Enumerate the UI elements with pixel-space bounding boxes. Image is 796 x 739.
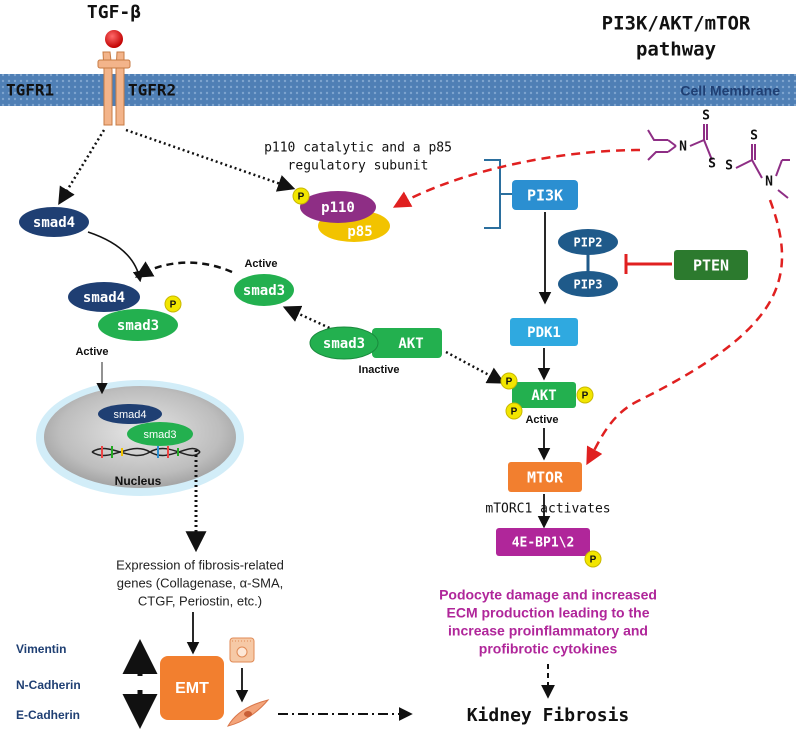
- outcome-label: Kidney Fibrosis: [467, 705, 630, 726]
- receptor-tgfr1-label: TGFR1: [6, 81, 54, 100]
- inhibitor-arrow-to-mtor: [586, 199, 784, 466]
- svg-text:4E-BP1\2: 4E-BP1\2: [512, 536, 575, 551]
- svg-text:smad3: smad3: [243, 283, 285, 299]
- p110-note-line-1: p110 catalytic and a p85: [264, 141, 452, 156]
- molecule-atom-s1: S: [702, 109, 710, 124]
- inhibitor-arrow-to-p110: [392, 148, 641, 208]
- svg-text:P: P: [511, 407, 518, 418]
- svg-text:P: P: [506, 377, 513, 388]
- receptor-tgfr2-label: TGFR2: [128, 81, 176, 100]
- svg-text:AKT: AKT: [531, 388, 556, 404]
- pdk1-node: PDK1: [510, 318, 578, 346]
- epithelial-cell-icon: [229, 637, 255, 663]
- svg-text:PI3K: PI3K: [527, 187, 563, 205]
- emt-box: EMT: [160, 656, 224, 720]
- molecule-atom-n1: N: [679, 140, 687, 155]
- svg-text:EMT: EMT: [175, 680, 209, 697]
- nucleus-smad3: smad3: [143, 429, 176, 441]
- pten-node: PTEN: [674, 250, 748, 280]
- tgf-receptor: [97, 51, 131, 126]
- smad4-smad3-complex: smad4 smad3 P: [68, 282, 182, 341]
- svg-text:PIP2: PIP2: [574, 236, 603, 250]
- membrane-label: Cell Membrane: [680, 83, 780, 99]
- svg-text:MTOR: MTOR: [527, 469, 564, 487]
- podocyte-line-2: ECM production leading to the: [447, 605, 650, 621]
- podocyte-line-1: Podocyte damage and increased: [439, 587, 657, 603]
- podocyte-line-3: increase proinflammatory and: [448, 623, 648, 639]
- ligand-label: TGF-β: [87, 2, 141, 23]
- expression-line-3: CTGF, Periostin, etc.): [138, 593, 262, 608]
- svg-text:AKT: AKT: [398, 336, 423, 352]
- smad4-node: smad4: [19, 207, 89, 237]
- svg-text:smad4: smad4: [83, 290, 125, 306]
- svg-text:P: P: [590, 555, 597, 566]
- mtor-node: MTOR: [508, 462, 582, 492]
- marker-vimentin: Vimentin: [16, 642, 66, 656]
- expression-line-2: genes (Collagenase, α-SMA,: [117, 575, 284, 590]
- dithiocarbamate-molecule: [647, 124, 790, 199]
- title-line-2: pathway: [636, 39, 716, 61]
- mtorc1-label: mTORC1 activates: [485, 502, 610, 517]
- nucleus-label: Nucleus: [115, 474, 162, 488]
- eif4ebp-node: 4E-BP1\2 P: [496, 528, 602, 568]
- expression-line-1: Expression of fibrosis-related: [116, 557, 284, 572]
- akt-active-state: Active: [525, 414, 558, 426]
- arrow-receptor-to-smad4: [58, 129, 106, 205]
- fibroblast-icon: [226, 699, 270, 727]
- arrow-active-smad3-to-complex: [134, 261, 233, 278]
- arrow-inactive-to-akt: [445, 350, 506, 384]
- arrow-receptor-to-pi3k: [125, 128, 296, 192]
- podocyte-line-4: profibrotic cytokines: [479, 641, 618, 657]
- complex-state: Active: [75, 346, 108, 358]
- p110-p85-node: p85 p110 P: [292, 187, 390, 242]
- svg-text:p85: p85: [347, 224, 372, 240]
- molecule-atom-s2: S: [708, 157, 716, 172]
- svg-text:smad4: smad4: [33, 215, 75, 231]
- p110-note-line-2: regulatory subunit: [288, 159, 429, 174]
- svg-text:PTEN: PTEN: [693, 257, 729, 275]
- smad3-akt-inactive-complex: AKT smad3: [309, 326, 442, 360]
- smad3-active-state: Active: [244, 258, 277, 270]
- pip2-pip3-node: PIP2 PIP3: [558, 229, 618, 297]
- molecule-atom-n2: N: [765, 175, 773, 190]
- title-line-1: PI3K/AKT/mTOR: [602, 13, 751, 35]
- svg-text:smad3: smad3: [323, 336, 365, 352]
- svg-text:P: P: [170, 300, 177, 311]
- nucleus: smad4 smad3 Nucleus: [36, 380, 244, 496]
- molecule-atom-s4: S: [750, 129, 758, 144]
- pi3k-node: PI3K: [512, 180, 578, 210]
- arrow-inactive-to-active-smad3: [282, 305, 335, 332]
- svg-text:P: P: [298, 192, 305, 203]
- inactive-state: Inactive: [359, 364, 400, 376]
- arrow-smad4-to-complex: [87, 231, 144, 283]
- svg-text:smad3: smad3: [117, 318, 159, 334]
- smad3-active-node: smad3: [234, 274, 294, 306]
- cell-membrane: [0, 74, 796, 106]
- svg-text:PDK1: PDK1: [527, 325, 561, 341]
- emt-markers: Vimentin N-Cadherin E-Cadherin: [16, 639, 158, 729]
- molecule-atom-s3: S: [725, 159, 733, 174]
- tgf-beta-ligand-ball: [105, 30, 123, 48]
- svg-text:p110: p110: [321, 200, 355, 216]
- marker-n-cadherin: N-Cadherin: [16, 678, 81, 692]
- akt-active-node: AKT P P P: [500, 372, 594, 420]
- svg-text:PIP3: PIP3: [574, 278, 603, 292]
- svg-text:P: P: [582, 391, 589, 402]
- nucleus-smad4: smad4: [113, 409, 146, 421]
- marker-e-cadherin: E-Cadherin: [16, 708, 80, 722]
